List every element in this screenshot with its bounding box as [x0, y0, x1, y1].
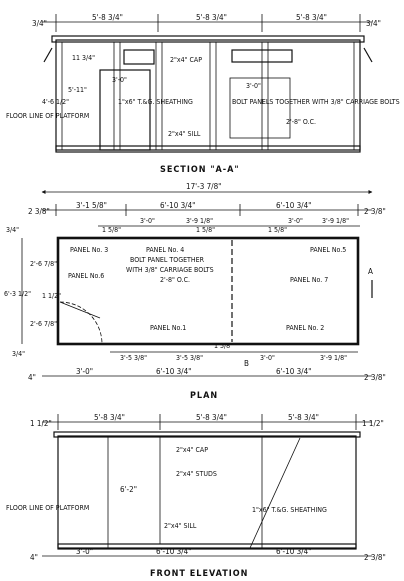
plan-dim-left: 2 3/8" [28, 207, 50, 216]
panel-3: PANEL No. 3 [70, 246, 108, 254]
bolt-note-1: BOLT PANEL TOGETHER [130, 256, 205, 264]
section-marker-b: B [244, 359, 249, 368]
elev-brace [249, 437, 301, 549]
elev-bottom-2: 3'-0" [76, 547, 93, 556]
dim-cap-height: 11 3/4" [72, 54, 95, 62]
section-top-dimension: 3/4" 5'-8 3/4" 5'-8 3/4" 5'-8 3/4" 3/4" [32, 13, 381, 32]
elev-label-floor: FLOOR LINE OF PLATFORM [6, 504, 89, 512]
plan-left-1: 3/4" [6, 226, 19, 234]
plan-bottom-inner-4: 3'-9 1/8" [320, 354, 347, 362]
elev-bottom-3: 6'-10 3/4" [156, 547, 191, 556]
elev-sill [57, 543, 357, 550]
label-cap: 2"x4" CAP [170, 56, 202, 64]
plan-outline [56, 236, 360, 346]
elev-dim-left: 1 1/2" [30, 419, 52, 428]
label-floor: FLOOR LINE OF PLATFORM [6, 112, 89, 120]
plan-bottom-1: 4" [28, 373, 36, 382]
plan-door-swing [59, 301, 103, 345]
section-title: SECTION "A-A" [160, 165, 240, 175]
plan-bottom-3: 6'-10 3/4" [156, 367, 191, 376]
elev-cap [53, 431, 361, 438]
elev-label-studs: 2"x4" STUDS [176, 470, 217, 478]
elev-dim-2: 5'-8 3/4" [196, 413, 227, 422]
dim-opening-width: 3'-0" [246, 82, 261, 90]
elev-height: 6'-2" [120, 485, 137, 494]
plan-inner-1: 3'-0" [140, 217, 155, 225]
plan-bottom-inner-2: 3'-5 3/8" [176, 354, 203, 362]
elev-dim-1: 5'-8 3/4" [94, 413, 125, 422]
panel-4: PANEL No. 4 [146, 246, 184, 254]
plan-dim-2: 6'-10 3/4" [160, 201, 195, 210]
label-sill: 2"x4" SILL [168, 130, 201, 138]
elev-dim-3: 5'-8 3/4" [288, 413, 319, 422]
plan-small-dim: 1 5/8" [214, 342, 233, 350]
plan-left-2: 2'-6 7/8" [30, 260, 57, 268]
elev-bottom-4: 6'-10 3/4" [276, 547, 311, 556]
section-door [99, 69, 151, 151]
plan-title: PLAN [190, 391, 218, 401]
section-window-2 [231, 49, 293, 63]
panel-2: PANEL No. 2 [286, 324, 324, 332]
panel-6: PANEL No.6 [68, 272, 104, 280]
section-window-1 [123, 49, 155, 65]
dim-span-3: 5'-8 3/4" [296, 13, 327, 22]
section-a-a: 3/4" 5'-8 3/4" 5'-8 3/4" 5'-8 3/4" 3/4" [6, 13, 400, 175]
plan-dim-1: 3'-1 5/8" [76, 201, 107, 210]
plan-view: 17'-3 7/8" 2 3/8" 3'-1 5/8" 6'-10 3/4" 6… [4, 182, 386, 401]
elev-label-sheathing: 1"x6" T.&G. SHEATHING [252, 506, 327, 514]
bolt-note-3: 2'-8" O.C. [160, 276, 190, 284]
dim-door-width: 3'-0" [112, 76, 127, 84]
dim-overall: 17'-3 7/8" [186, 182, 221, 191]
plan-inner-7: 1 5/8" [268, 226, 287, 234]
dim-span-1: 5'-8 3/4" [92, 13, 123, 22]
plan-inner-6: 1 5/8" [196, 226, 215, 234]
plan-door-leaf [59, 301, 101, 319]
section-studs [55, 41, 361, 151]
panel-1: PANEL No.1 [150, 324, 186, 332]
plan-dim-3: 6'-10 3/4" [276, 201, 311, 210]
plan-inner-3: 3'-9 1/8" [186, 217, 213, 225]
label-bolt: BOLT PANELS TOGETHER WITH 3/8" CARRIAGE … [232, 98, 400, 106]
plan-left-5: 2'-6 7/8" [30, 320, 57, 328]
plan-bottom-inner-3: 3'-0" [260, 354, 275, 362]
plan-bottom-4: 6'-10 3/4" [276, 367, 311, 376]
plan-left-4: 1 1/2" [42, 292, 61, 300]
plan-left-3: 6'-3 1/2" [4, 290, 31, 298]
elev-label-sill: 2"x4" SILL [164, 522, 197, 530]
label-sheathing: 1"x6" T.&G. SHEATHING [118, 98, 193, 106]
elev-dim-right: 1 1/2" [362, 419, 384, 428]
plan-inner-4: 3'-0" [288, 217, 303, 225]
dim-platform-height: 4'-6 1/2" [42, 98, 69, 106]
dim-right-end: 3/4" [366, 19, 381, 28]
bolt-note-2: WITH 3/8" CARRIAGE BOLTS [126, 266, 214, 274]
elev-bottom-1: 4" [30, 553, 38, 562]
elev-sheathing-area [261, 435, 357, 549]
panel-5: PANEL No.5 [310, 246, 346, 254]
dim-left-end: 3/4" [32, 19, 47, 28]
elevation-title: FRONT ELEVATION [150, 569, 248, 579]
plan-dim-right: 2 3/8" [364, 207, 386, 216]
elev-label-cap: 2"x4" CAP [176, 446, 208, 454]
plan-inner-5: 3'-9 1/8" [322, 217, 349, 225]
plan-left-6: 3/4" [12, 350, 25, 358]
plan-inner-2: 1 5/8" [102, 226, 121, 234]
dim-span-2: 5'-8 3/4" [196, 13, 227, 22]
section-sill [55, 145, 361, 153]
panel-7: PANEL No. 7 [290, 276, 328, 284]
plan-bottom-2: 3'-0" [76, 367, 93, 376]
front-elevation: 1 1/2" 5'-8 3/4" 5'-8 3/4" 5'-8 3/4" 1 1… [6, 413, 386, 579]
section-marker-a: A [368, 267, 373, 276]
plan-bottom-5: 2 3/8" [364, 373, 386, 382]
elev-bottom-5: 2 3/8" [364, 553, 386, 562]
dim-door-height: 5'-11" [68, 86, 87, 94]
section-cap [51, 35, 365, 43]
section-opening [229, 77, 291, 139]
plan-bottom-inner-1: 3'-5 3/8" [120, 354, 147, 362]
section-wall [55, 39, 361, 151]
label-spacing: 2'-8" O.C. [286, 118, 316, 126]
elev-door-panel [57, 435, 109, 549]
